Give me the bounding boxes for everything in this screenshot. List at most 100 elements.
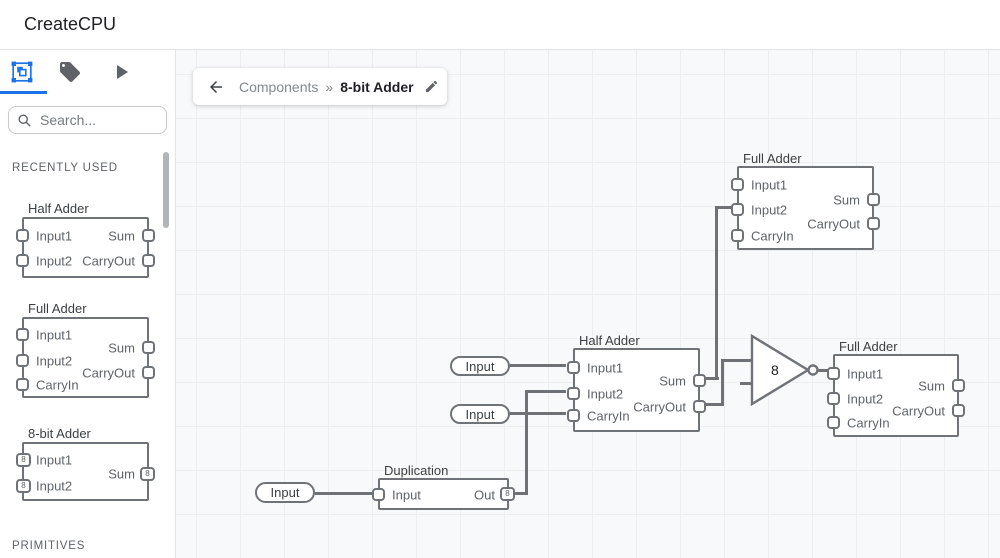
input-pin[interactable]: Input [450,404,510,424]
breadcrumb-parent[interactable]: Components [239,78,319,95]
port-input[interactable] [731,229,744,242]
port-input[interactable] [731,203,744,216]
node-half-adder[interactable]: Half Adder Input1 Input2 CarryIn Sum Car… [567,333,706,432]
wire[interactable] [705,377,719,380]
pin-label: Input [465,406,495,422]
pin-label: Input [465,358,495,374]
app-header: CreateCPU [0,0,1000,50]
tag-icon [60,62,80,82]
wire[interactable] [315,492,372,495]
search-icon [18,114,31,127]
port-label: Sum [918,378,945,394]
pencil-icon[interactable] [424,79,439,94]
node-full-adder-right[interactable]: Full Adder Input1 Input2 CarryIn Sum Car… [827,339,965,437]
port-input[interactable] [16,354,29,367]
port-label: CarryOut [82,365,135,381]
port-input[interactable] [16,378,29,391]
port-label: Input1 [751,177,788,193]
port-label: Sum [833,192,860,208]
port-input[interactable] [827,367,840,380]
tab-tags[interactable] [58,60,82,84]
wire[interactable] [510,364,566,367]
node-duplication[interactable]: Duplication Input 8 Out [372,463,515,510]
port-label: CarryOut [633,399,686,415]
port-output[interactable] [142,229,155,242]
wire-stub[interactable] [740,382,754,385]
port-output-8bit[interactable]: 8 [140,467,155,481]
active-tab-indicator [0,91,47,94]
port-label: CarryOut [807,216,860,232]
sidebar: RECENTLY USED Half Adder Input1 Input2 S… [0,50,176,558]
search-input[interactable] [40,112,150,128]
port-input[interactable] [567,361,580,374]
wire[interactable] [525,390,528,495]
port-input[interactable] [16,229,29,242]
tab-components[interactable] [10,60,34,84]
port-input[interactable] [827,392,840,405]
wire[interactable] [705,403,724,406]
port-input[interactable] [372,488,385,501]
port-label: Input2 [751,202,788,218]
breadcrumb: Components » 8-bit Adder [193,68,447,105]
port-label: Input2 [847,391,884,407]
node-title: Half Adder [579,333,640,348]
wire[interactable] [525,390,566,393]
wire[interactable] [715,206,718,380]
port-output[interactable] [142,341,155,354]
port-output[interactable] [952,379,965,392]
port-input[interactable] [567,387,580,400]
port-input-8bit[interactable]: 8 [16,479,31,493]
not-gate[interactable]: 8 [750,334,822,410]
search-box[interactable] [8,106,167,134]
port-output[interactable] [952,404,965,417]
app-title: CreateCPU [24,14,117,34]
port-output[interactable] [142,366,155,379]
port-label: Input [392,487,421,503]
port-label: Input2 [36,253,73,269]
port-label: Input2 [587,386,624,402]
node-title: Full Adder [743,151,802,166]
gate-bit-width: 8 [771,362,779,378]
preview-full-adder[interactable]: Input1 Input2 CarryIn Sum CarryOut [16,317,155,398]
port-label: CarryIn [751,228,794,244]
port-label: Input1 [36,327,73,343]
port-input-8bit[interactable]: 8 [16,453,31,467]
port-output[interactable] [693,374,706,387]
sidebar-tabs [0,50,175,95]
preview-8bit-adder[interactable]: 8 Input1 8 Input2 8 Sum [16,442,155,501]
input-pin[interactable]: Input [450,356,510,376]
port-input[interactable] [731,178,744,191]
play-icon [117,65,128,79]
wire[interactable] [510,412,566,415]
port-input[interactable] [16,328,29,341]
wire[interactable] [721,359,753,362]
port-output[interactable] [693,400,706,413]
wire[interactable] [514,492,528,495]
port-label: CarryIn [36,377,79,393]
port-label: Input1 [847,366,884,382]
port-input[interactable] [567,409,580,422]
port-output[interactable] [142,254,155,267]
port-label: Input2 [36,353,73,369]
back-arrow-icon[interactable] [207,78,225,96]
sidebar-scrollbar[interactable] [163,152,169,228]
input-pin[interactable]: Input [255,482,315,503]
node-title: Full Adder [839,339,898,354]
wire[interactable] [817,369,829,372]
circuit-canvas[interactable]: Components » 8-bit Adder Input Input Inp… [176,50,1000,558]
preview-half-adder[interactable]: Input1 Input2 Sum CarryOut [16,217,155,278]
port-label: CarryOut [82,253,135,269]
wire[interactable] [721,359,724,406]
port-output-8bit[interactable]: 8 [500,487,515,501]
wire[interactable] [715,206,738,209]
node-full-adder-top[interactable]: Full Adder Input1 Input2 CarryIn Sum Car… [731,151,880,250]
preview-title: Half Adder [28,201,89,216]
port-input[interactable] [16,254,29,267]
tab-run[interactable] [109,60,133,84]
port-output[interactable] [867,193,880,206]
section-primitives: PRIMITIVES [12,540,86,552]
pin-label: Input [270,485,300,500]
port-output[interactable] [867,217,880,230]
port-input[interactable] [827,416,840,429]
port-label: Input1 [36,228,73,244]
